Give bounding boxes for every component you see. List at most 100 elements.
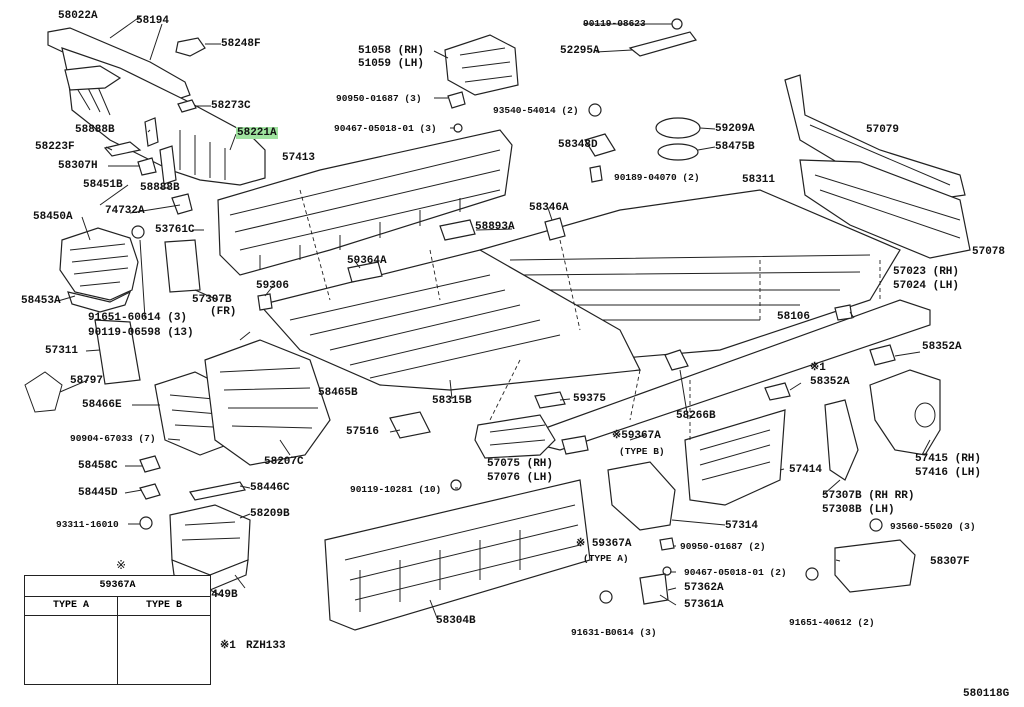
label-74732A: 74732A	[105, 205, 145, 217]
label-93311-16010: 93311-16010	[56, 519, 119, 530]
label-58304B: 58304B	[436, 615, 476, 627]
part-59209A	[655, 117, 701, 139]
part-58307F	[834, 539, 916, 593]
label-58453A: 58453A	[21, 295, 61, 307]
label-59306: 59306	[256, 280, 290, 292]
part-57307B-rr	[824, 399, 859, 481]
label-93540-54014: 93540-54014 (2)	[493, 105, 579, 116]
label-57307B-rr: 57307B (RH RR)	[822, 490, 915, 502]
part-57413	[217, 129, 513, 276]
label-57079: 57079	[866, 124, 900, 136]
label-90189-04070: 90189-04070 (2)	[614, 172, 700, 183]
part-57075	[474, 414, 556, 459]
part-58273C	[177, 99, 197, 113]
legend-divider	[117, 597, 118, 684]
legend-marker: ※	[116, 558, 127, 572]
part-58106	[834, 304, 853, 321]
label-57078: 57078	[972, 246, 1006, 258]
label-93560-55020: 93560-55020 (3)	[890, 521, 976, 532]
part-58446C	[189, 481, 246, 501]
label-59367A-type-b: ※59367A	[612, 430, 661, 442]
label-58311: 58311	[742, 174, 776, 186]
screw-93311	[139, 516, 153, 530]
part-58888B-2	[159, 145, 177, 185]
label-58352A-2: 58352A	[810, 376, 850, 388]
label-58465B: 58465B	[318, 387, 358, 399]
label-57415: 57415 (RH)	[915, 453, 982, 465]
label-58022A: 58022A	[58, 10, 98, 22]
label-90119-10281: 90119-10281 (10)	[350, 484, 442, 495]
part-59364A	[347, 261, 383, 283]
part-57311	[94, 319, 141, 385]
part-58450A	[59, 227, 139, 313]
label-57362A: 57362A	[684, 582, 724, 594]
label-58466E: 58466E	[82, 399, 122, 411]
label-57311: 57311	[45, 345, 79, 357]
screw-93540	[588, 103, 602, 117]
label-57307B-fr: 57307B	[192, 294, 232, 306]
label-57024: 57024 (LH)	[893, 280, 960, 292]
label-90119-06598: 90119-06598 (13)	[88, 327, 194, 339]
label-58266B: 58266B	[676, 410, 716, 422]
label-58346A: 58346A	[529, 202, 569, 214]
label-58307F: 58307F	[930, 556, 970, 568]
label-59364A: 59364A	[347, 255, 387, 267]
label-90950-01687-2: 90950-01687 (2)	[680, 541, 766, 552]
label-58888B: 58888B	[75, 124, 115, 136]
part-57078	[799, 159, 971, 259]
part-59375	[534, 391, 566, 409]
label-58475B: 58475B	[715, 141, 755, 153]
label-58450A: 58450A	[33, 211, 73, 223]
legend-type-a: TYPE A	[52, 600, 89, 611]
label-59367A-type-a: ※ 59367A	[576, 538, 632, 550]
label-57023: 57023 (RH)	[893, 266, 960, 278]
part-58893A	[439, 219, 476, 241]
label-57314: 57314	[725, 520, 759, 532]
label-90904-67033: 90904-67033 (7)	[70, 433, 156, 444]
label-type-a: (TYPE A)	[583, 553, 629, 564]
part-57079	[784, 74, 966, 201]
footnote-text: RZH133	[246, 640, 286, 652]
label-58893A: 58893A	[475, 221, 515, 233]
part-58797	[24, 371, 63, 413]
label-91651-60614: 91651-60614 (3)	[88, 312, 188, 324]
screw-91631	[599, 590, 613, 604]
label-58194: 58194	[136, 15, 170, 27]
label-90467-05018-2: 90467-05018-01 (2)	[684, 567, 787, 578]
label-58248F: 58248F	[221, 38, 261, 50]
label-58446C: 58446C	[250, 482, 290, 494]
label-57416: 57416 (LH)	[915, 467, 982, 479]
label-57075: 57075 (RH)	[487, 458, 554, 470]
label-58451B: 58451B	[83, 179, 123, 191]
label-58209B: 58209B	[250, 508, 290, 520]
part-90189	[589, 165, 603, 183]
label-58315B: 58315B	[432, 395, 472, 407]
part-58888B-1	[144, 117, 159, 147]
part-57414	[684, 409, 786, 506]
part-58445D	[139, 483, 161, 500]
part-57415	[869, 369, 941, 456]
label-51059: 51059 (LH)	[358, 58, 425, 70]
part-57314	[607, 461, 676, 531]
label-fr: (FR)	[210, 306, 237, 318]
footnote-marker: ※1	[220, 640, 236, 652]
part-58352A-2	[764, 382, 791, 401]
label-57516: 57516	[346, 426, 380, 438]
part-58022A-cowl	[47, 27, 266, 186]
type-legend: 59367A TYPE A TYPE B	[24, 575, 211, 685]
label-90467-05018-3: 90467-05018-01 (3)	[334, 123, 437, 134]
part-52295A	[628, 31, 698, 57]
diagram-code: 580118G	[963, 688, 1010, 700]
part-58346A	[544, 217, 566, 241]
part-57516	[389, 411, 431, 439]
part-58475B	[657, 143, 699, 161]
legend-type-b: TYPE B	[145, 600, 182, 611]
label-note1: ※1	[810, 362, 826, 374]
part-58307H	[137, 157, 157, 176]
part-58304B	[324, 479, 591, 631]
label-58445D: 58445D	[78, 487, 118, 499]
part-58465B	[204, 339, 331, 466]
label-58307H: 58307H	[58, 160, 98, 172]
label-58458C: 58458C	[78, 460, 118, 472]
label-57076: 57076 (LH)	[487, 472, 554, 484]
